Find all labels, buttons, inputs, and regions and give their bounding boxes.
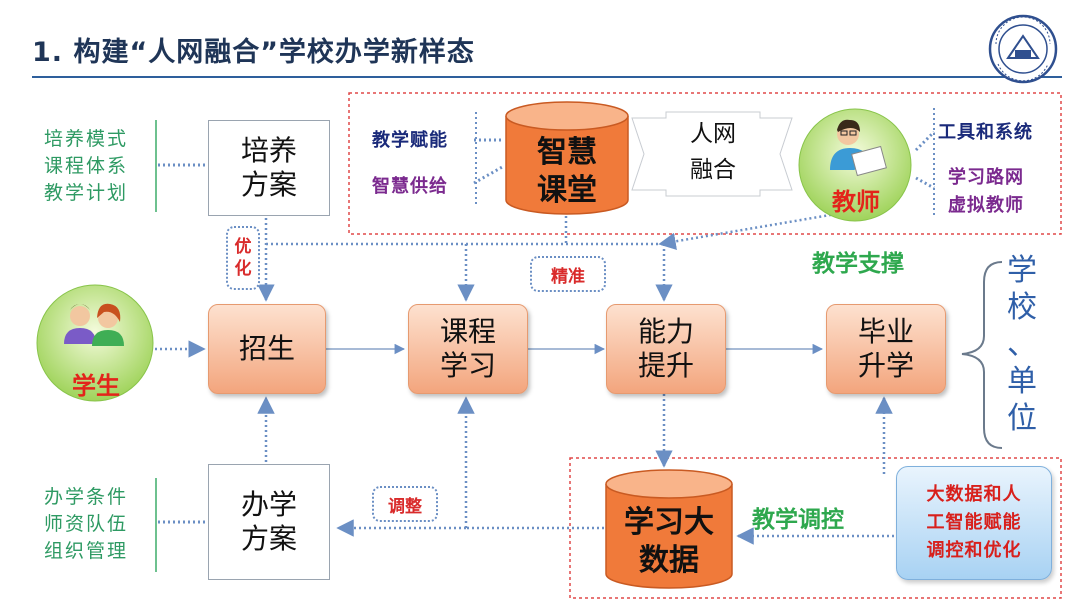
student-icon [36, 284, 154, 402]
plan-label: 办学 [240, 488, 297, 521]
label-char: 优 [234, 237, 252, 257]
tools-systems-label: 工具和系统 [938, 122, 1033, 143]
left-top-list: 培养模式 课程体系 教学计划 [44, 126, 128, 207]
training-plan-box: 培养 方案 [208, 120, 330, 216]
flow-label: 能力 [637, 315, 694, 348]
teaching-control-label: 教学调控 [752, 507, 844, 533]
adjust-label: 调整 [372, 486, 438, 522]
university-seal-logo [988, 14, 1058, 84]
list-item: 学习路网 [948, 167, 1024, 188]
teaching-support-label: 教学支撑 [812, 251, 904, 277]
school-plan-box: 办学 方案 [208, 464, 330, 580]
fusion-text: 人网 [690, 121, 736, 147]
dest-char: 学 [1007, 253, 1037, 288]
fusion-text: 融合 [690, 157, 736, 183]
flow-label: 升学 [857, 349, 914, 382]
list-item: 课程体系 [44, 155, 129, 177]
ai-box-line: 工智能赋能 [926, 512, 1022, 533]
page-title: 1. 构建“人网融合”学校办学新样态 [32, 37, 475, 68]
big-data-label: 学习大 数据 [602, 504, 736, 580]
flow-label: 课程 [439, 315, 496, 348]
course-learning-box: 课程 学习 [408, 304, 528, 394]
list-item: 教学计划 [44, 182, 129, 204]
dest-char: 单 [1007, 364, 1037, 399]
cyl-text: 智慧 [537, 135, 597, 170]
dest-char: 、 [1007, 327, 1037, 362]
flow-label: 毕业 [857, 315, 914, 348]
flow-label: 提升 [637, 349, 694, 382]
ai-optimization-box: 大数据和人 工智能赋能 调控和优化 [896, 466, 1052, 580]
plan-label: 方案 [240, 522, 297, 555]
left-bottom-list: 办学条件 师资队伍 组织管理 [44, 484, 128, 565]
precise-label: 精准 [530, 256, 606, 292]
destination-label: 学 校 、 单 位 [1004, 252, 1040, 437]
smart-classroom-cylinder [505, 101, 629, 215]
teacher-icon [798, 108, 912, 222]
plan-label: 培养 [240, 134, 297, 167]
flow-label: 学习 [439, 349, 496, 382]
enroll-box: 招生 [208, 304, 326, 394]
ai-box-line: 调控和优化 [926, 540, 1022, 561]
list-item: 组织管理 [44, 540, 129, 562]
big-data-cylinder [605, 469, 733, 589]
title-rule [32, 76, 1062, 78]
teaching-empower-label: 教学赋能 [372, 130, 448, 151]
list-item: 办学条件 [44, 486, 129, 508]
enroll-label: 招生 [238, 332, 295, 365]
smart-classroom-label: 智慧 课堂 [502, 134, 632, 210]
human-net-fusion-label: 人网 融合 [666, 116, 760, 188]
virtual-teacher-list: 学习路网 虚拟教师 [948, 164, 1024, 220]
optimize-label: 优 化 [226, 226, 260, 290]
ability-box: 能力 提升 [606, 304, 726, 394]
list-item: 虚拟教师 [948, 195, 1024, 216]
dest-char: 校 [1007, 290, 1037, 325]
plan-label: 方案 [240, 168, 297, 201]
label-char: 化 [234, 259, 252, 279]
cyl-text: 数据 [639, 543, 699, 578]
dest-char: 位 [1007, 401, 1037, 436]
cyl-text: 课堂 [537, 173, 597, 208]
ai-box-line: 大数据和人 [926, 484, 1022, 505]
list-item: 培养模式 [44, 128, 129, 150]
student-label: 学生 [72, 372, 120, 400]
list-item: 师资队伍 [44, 513, 129, 535]
teacher-label: 教师 [832, 188, 880, 216]
cyl-text: 学习大 [624, 505, 714, 540]
smart-supply-label: 智慧供给 [372, 176, 448, 197]
graduate-box: 毕业 升学 [826, 304, 946, 394]
